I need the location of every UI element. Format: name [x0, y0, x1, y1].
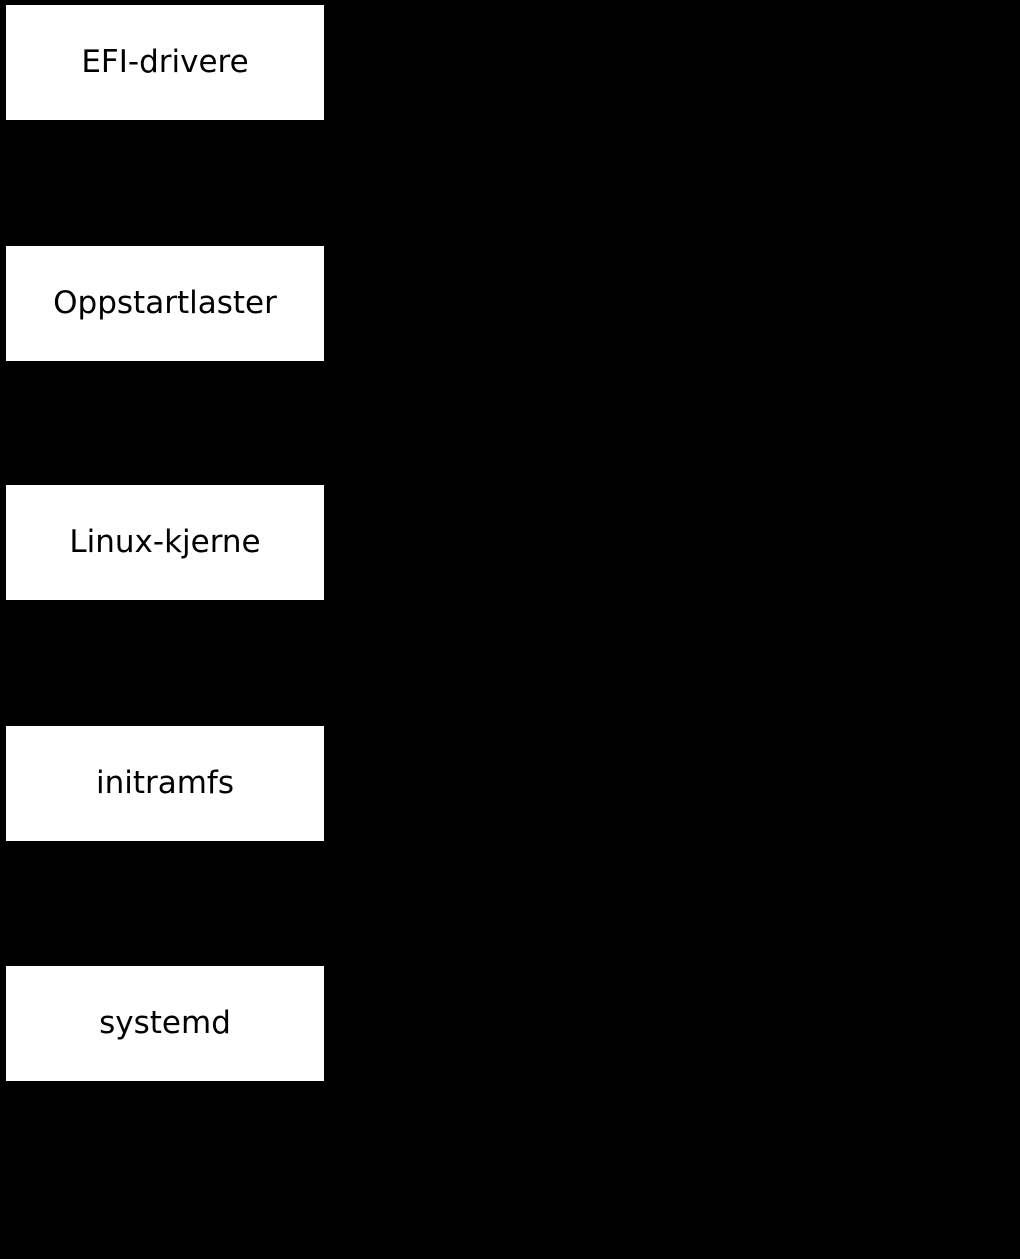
node-label: initramfs: [95, 765, 235, 801]
node-efi-drivere: EFI-drivere: [6, 5, 324, 120]
node-label: Oppstartlaster: [53, 285, 277, 321]
node-oppstartlaster: Oppstartlaster: [6, 246, 324, 361]
node-label: systemd: [99, 1005, 231, 1041]
node-label: EFI-drivere: [81, 44, 249, 80]
node-initramfs: initramfs: [6, 726, 324, 841]
node-label: Linux-kjerne: [69, 524, 261, 560]
node-systemd: systemd: [6, 966, 324, 1081]
node-linux-kjerne: Linux-kjerne: [6, 485, 324, 600]
